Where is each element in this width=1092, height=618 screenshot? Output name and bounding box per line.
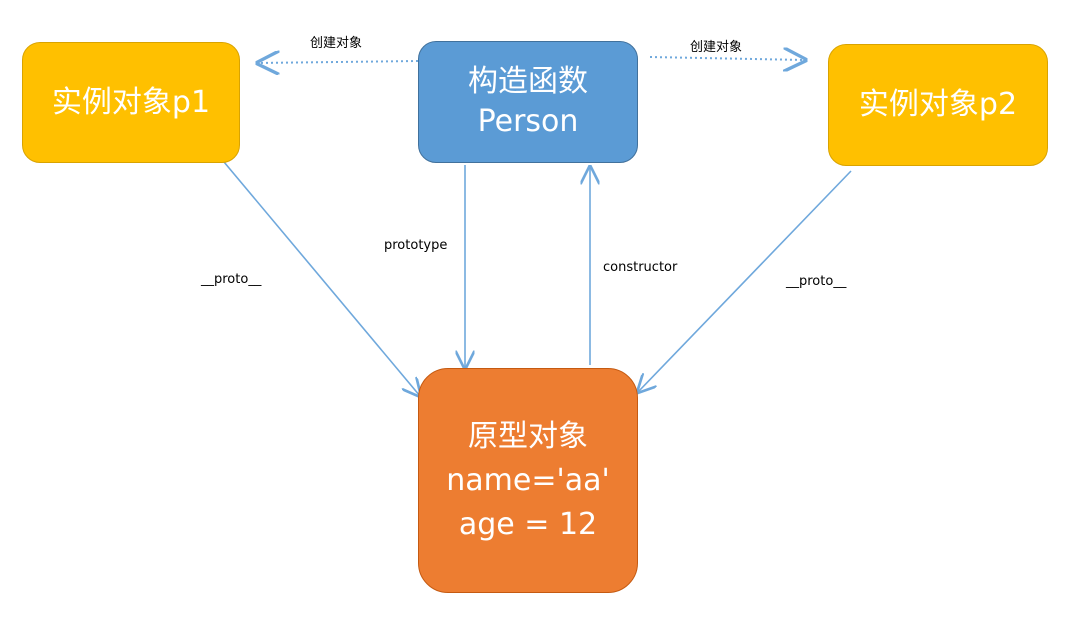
proto-left-label: __proto__ bbox=[201, 272, 262, 287]
prototype-label: prototype bbox=[384, 238, 448, 253]
instance-p2-label: 实例对象p2 bbox=[858, 87, 1018, 122]
proto-left-arrow bbox=[223, 161, 420, 396]
create-left-arrow bbox=[258, 61, 419, 63]
create-left-label: 创建对象 bbox=[310, 36, 363, 51]
instance-p1-node: 实例对象p1 bbox=[22, 42, 240, 163]
instance-p2-node: 实例对象p2 bbox=[828, 44, 1048, 166]
prototype-name-prop: name='aa' bbox=[446, 462, 610, 498]
prototype-title: 原型对象 bbox=[468, 418, 588, 454]
constructor-name: Person bbox=[477, 104, 579, 139]
instance-p1-label: 实例对象p1 bbox=[51, 84, 211, 120]
create-right-label: 创建对象 bbox=[690, 40, 743, 55]
constructor-title: 构造函数 bbox=[468, 64, 588, 99]
proto-right-label: __proto__ bbox=[786, 274, 847, 289]
create-right-arrow bbox=[649, 57, 805, 60]
proto-right-arrow bbox=[638, 170, 852, 392]
constructor-person-node: 构造函数 Person bbox=[418, 41, 638, 163]
constructor-label: constructor bbox=[603, 260, 678, 275]
prototype-object-node: 原型对象 name='aa' age = 12 bbox=[418, 368, 638, 593]
prototype-age-prop: age = 12 bbox=[458, 506, 598, 542]
